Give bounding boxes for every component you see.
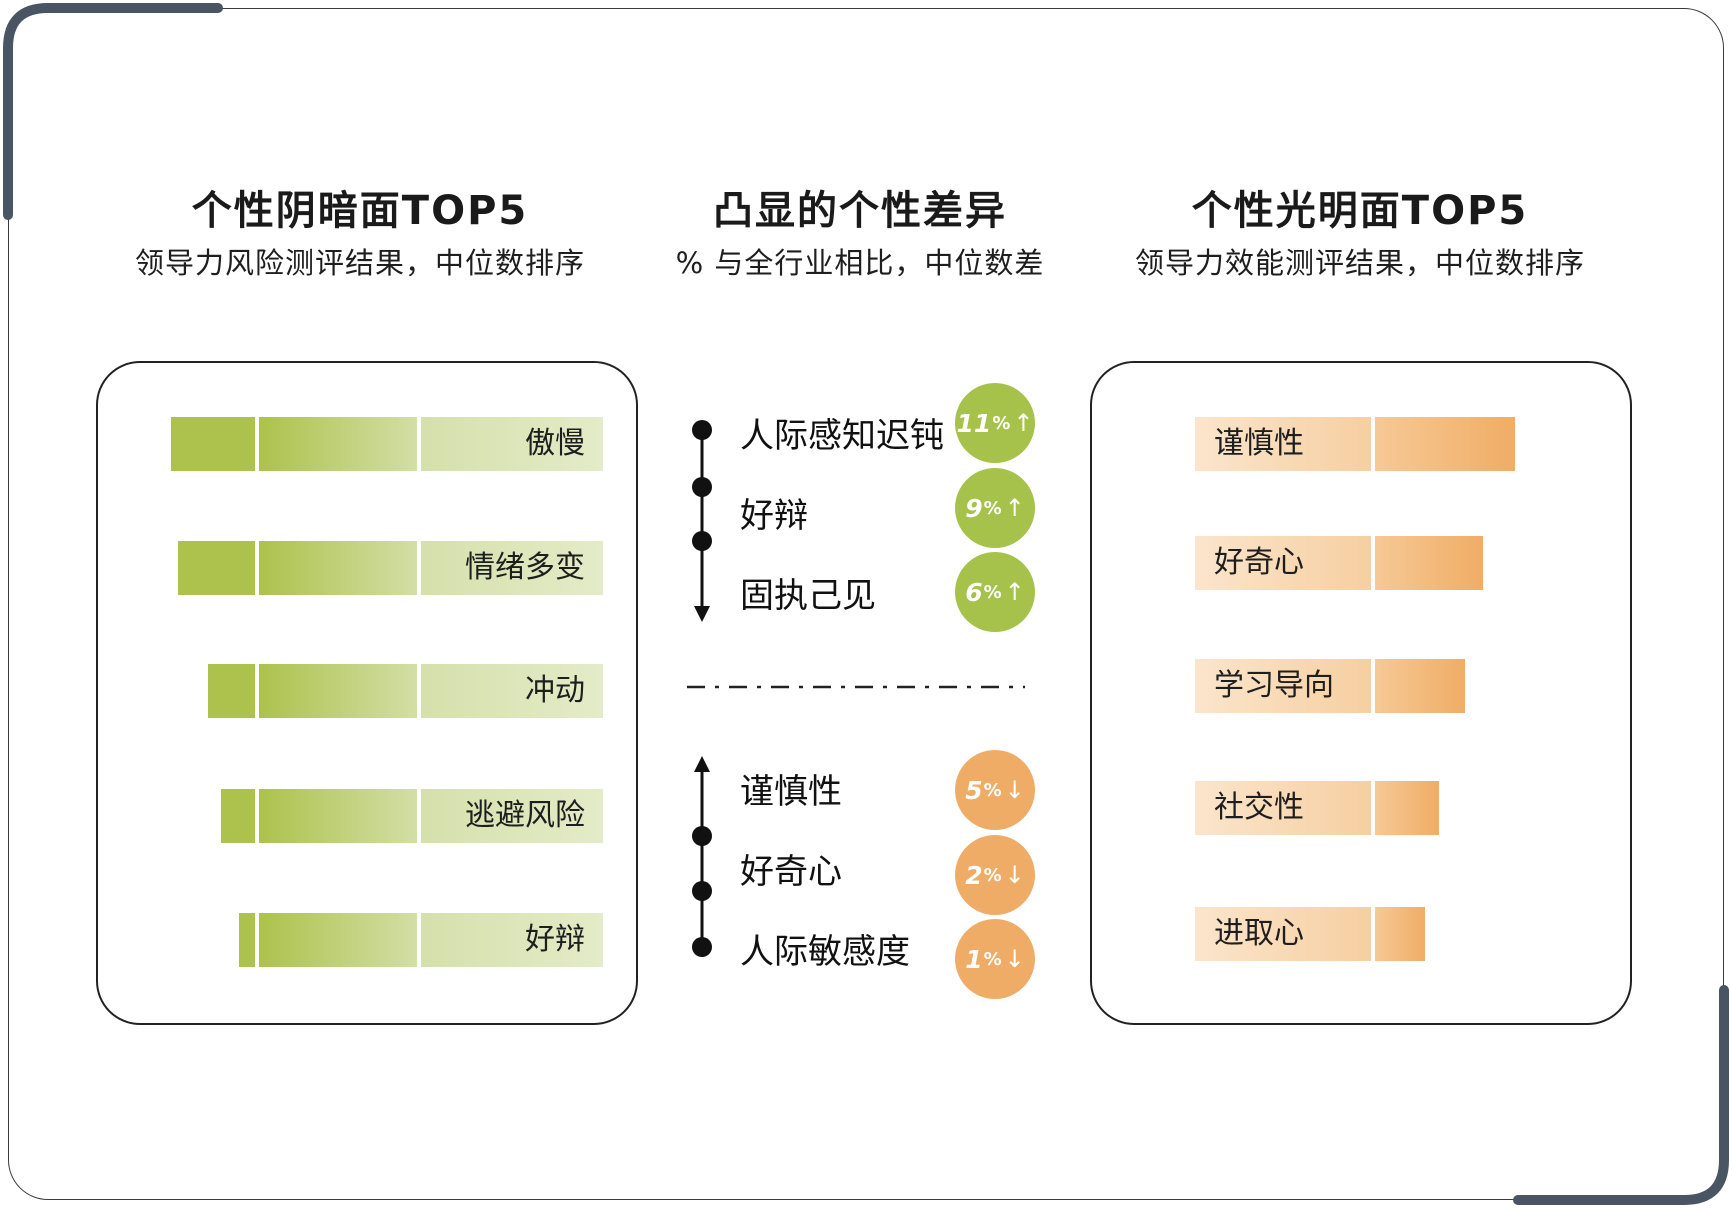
right-bar-light-segment bbox=[1195, 536, 1371, 590]
lower-item-label: 好奇心 bbox=[740, 852, 842, 892]
left-bar-light-segment bbox=[420, 789, 603, 843]
badge-value: 9 bbox=[965, 493, 983, 523]
arrow-down-icon: ↓ bbox=[1004, 776, 1025, 804]
left-bar-light-segment bbox=[420, 541, 603, 595]
higher-diff-badge: 9%↑ bbox=[955, 468, 1035, 548]
right-bar-dark-segment bbox=[1375, 659, 1465, 713]
left-bar-row: 好辩 bbox=[239, 913, 603, 967]
left-bar-light-segment bbox=[420, 664, 603, 718]
badge-unit: % bbox=[983, 497, 1002, 519]
right-bar-dark-segment bbox=[1375, 781, 1440, 835]
right-subtitle: 领导力效能测评结果，中位数排序 bbox=[1134, 246, 1585, 280]
right-bar-light-segment bbox=[1195, 781, 1371, 835]
right-bar-row: 进取心 bbox=[1195, 907, 1426, 961]
badge-value: 11 bbox=[956, 408, 992, 438]
higher-item-label: 人际感知迟钝 bbox=[740, 416, 944, 456]
lower-diff-badge: 2%↓ bbox=[955, 835, 1035, 915]
badge-value: 2 bbox=[965, 860, 983, 890]
left-bar-row: 傲慢 bbox=[171, 417, 603, 471]
badge-unit: % bbox=[983, 581, 1002, 603]
lower-diff-badge: 1%↓ bbox=[955, 919, 1035, 999]
middle-subtitle: % 与全行业相比，中位数差 bbox=[675, 246, 1045, 280]
right-bar-light-segment bbox=[1195, 659, 1371, 713]
card-frame bbox=[8, 8, 1724, 1200]
left-bar-label: 情绪多变 bbox=[464, 550, 585, 585]
higher-diff-badge: 11%↑ bbox=[955, 383, 1035, 463]
left-bar-row: 逃避风险 bbox=[221, 789, 603, 843]
right-bar-light-segment bbox=[1195, 907, 1371, 961]
left-bar-mid-segment bbox=[258, 913, 417, 967]
left-bar-dark-segment bbox=[239, 913, 255, 967]
right-bar-label: 进取心 bbox=[1214, 916, 1304, 951]
left-bar-row: 冲动 bbox=[207, 664, 603, 718]
badge-unit: % bbox=[983, 779, 1002, 801]
left-bar-label: 傲慢 bbox=[525, 426, 585, 461]
right-bar-dark-segment bbox=[1375, 907, 1426, 961]
badge-value: 6 bbox=[965, 577, 983, 607]
middle-title: 凸显的个性差异 bbox=[713, 188, 1007, 234]
left-bar-mid-segment bbox=[258, 541, 417, 595]
right-bar-label: 好奇心 bbox=[1214, 545, 1304, 580]
lower-diff-badge: 5%↓ bbox=[955, 750, 1035, 830]
right-bar-row: 好奇心 bbox=[1195, 536, 1483, 590]
badge-unit: % bbox=[983, 948, 1002, 970]
right-title: 个性光明面TOP5 bbox=[1191, 188, 1529, 234]
left-bar-light-segment bbox=[420, 913, 603, 967]
right-bar-dark-segment bbox=[1375, 536, 1483, 590]
left-bar-light-segment bbox=[421, 417, 603, 471]
left-bar-mid-segment bbox=[258, 789, 417, 843]
higher-diff-badge: 6%↑ bbox=[955, 552, 1035, 632]
lower-item-label: 人际敏感度 bbox=[740, 932, 910, 972]
right-bar-label: 社交性 bbox=[1214, 790, 1304, 825]
arrow-down-icon: ↓ bbox=[1004, 861, 1025, 889]
left-title: 个性阴暗面TOP5 bbox=[191, 188, 529, 234]
higher-item-label: 固执己见 bbox=[740, 576, 876, 616]
left-bar-label: 好辩 bbox=[524, 922, 585, 957]
arrow-up-icon: ↑ bbox=[1004, 578, 1025, 606]
left-bar-dark-segment bbox=[177, 541, 255, 595]
higher-item-label: 好辩 bbox=[740, 496, 808, 536]
left-bar-mid-segment bbox=[259, 417, 417, 471]
arrow-down-icon: ↓ bbox=[1004, 945, 1025, 973]
left-bar-dark-segment bbox=[221, 789, 255, 843]
right-bar-label: 学习导向 bbox=[1214, 668, 1334, 703]
badge-unit: % bbox=[992, 412, 1011, 434]
right-bar-label: 谨慎性 bbox=[1214, 426, 1304, 461]
right-bar-row: 谨慎性 bbox=[1195, 417, 1515, 471]
right-bar-light-segment bbox=[1195, 417, 1371, 471]
left-bar-label: 逃避风险 bbox=[464, 798, 585, 833]
arrow-up-icon: ↑ bbox=[1013, 409, 1034, 437]
right-bar-dark-segment bbox=[1375, 417, 1515, 471]
left-bar-mid-segment bbox=[258, 664, 417, 718]
left-bar-dark-segment bbox=[171, 417, 255, 471]
left-bar-dark-segment bbox=[207, 664, 255, 718]
arrow-up-icon: ↑ bbox=[1004, 494, 1025, 522]
badge-unit: % bbox=[983, 864, 1002, 886]
right-bar-row: 学习导向 bbox=[1195, 659, 1465, 713]
badge-value: 1 bbox=[965, 944, 983, 974]
badge-value: 5 bbox=[965, 775, 983, 805]
left-subtitle: 领导力风险测评结果，中位数排序 bbox=[134, 246, 585, 280]
left-bar-label: 冲动 bbox=[524, 673, 585, 708]
lower-item-label: 谨慎性 bbox=[740, 772, 842, 812]
left-bar-row: 情绪多变 bbox=[177, 541, 603, 595]
right-bar-row: 社交性 bbox=[1195, 781, 1440, 835]
